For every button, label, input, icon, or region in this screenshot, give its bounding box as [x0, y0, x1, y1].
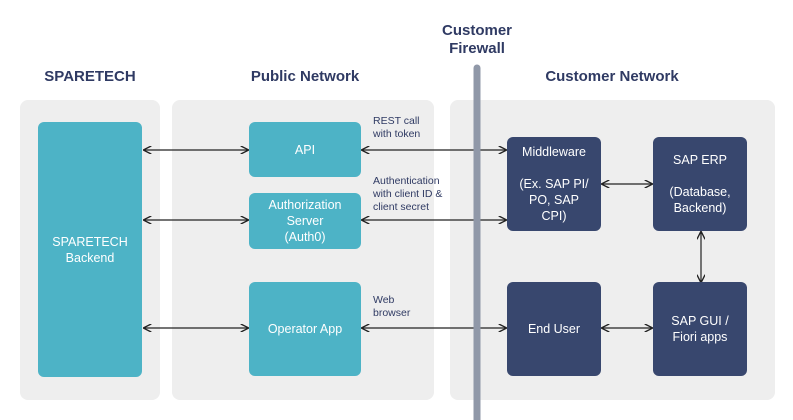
customer-firewall-heading: Customer Firewall	[441, 22, 512, 57]
sap-erp-box: SAP ERP (Database, Backend)	[653, 137, 747, 231]
web-browser-note: Web browser	[373, 294, 411, 319]
authentication-note: Authentication with client ID & client s…	[373, 175, 443, 213]
sap-gui-box: SAP GUI / Fiori apps	[653, 282, 747, 376]
customer-network-heading: Customer Network	[545, 68, 679, 85]
public-network-heading: Public Network	[250, 68, 360, 85]
operator-app-box: Operator App	[249, 282, 361, 376]
sparetech-heading: SPARETECH	[44, 68, 136, 85]
authorization-server-box: Authorization Server (Auth0)	[249, 193, 361, 249]
rest-call-note: REST call with token	[373, 115, 421, 140]
end-user-box: End User	[507, 282, 601, 376]
api-box: API	[249, 122, 361, 177]
middleware-box: Middleware (Ex. SAP PI/ PO, SAP CPI)	[507, 137, 601, 231]
sparetech-backend-box: SPARETECH Backend	[38, 122, 142, 377]
